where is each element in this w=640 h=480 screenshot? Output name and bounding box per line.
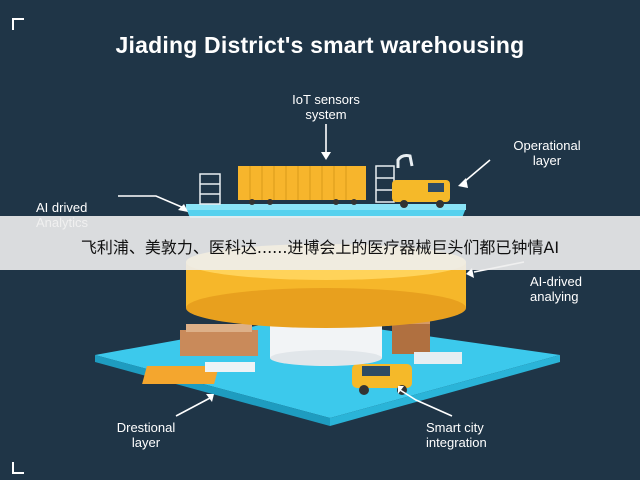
diagram-title: Jiading District's smart warehousing <box>115 32 525 58</box>
white-crates <box>414 352 462 364</box>
label-ai-drived-analying: AI-drived analying <box>530 274 583 304</box>
container-ribs <box>249 166 347 200</box>
yellow-cylinder-bottom <box>186 288 466 328</box>
top-platform-rim <box>186 204 466 210</box>
robotic-arm <box>396 154 414 168</box>
storage-rack-left <box>199 173 221 205</box>
corner-bracket-top-left <box>12 18 24 30</box>
orange-mat <box>142 366 219 384</box>
label-smart-city-integration: Smart city integration <box>426 420 487 450</box>
top-platform <box>186 208 466 218</box>
label-drestional-layer: Drestional layer <box>116 420 176 450</box>
central-column-base <box>270 350 382 366</box>
arrow-heads <box>178 152 474 402</box>
label-iot-sensors-system: IoT sensors system <box>292 92 360 122</box>
white-panel <box>205 362 255 372</box>
cargo-pallet-left <box>180 330 258 356</box>
delivery-van-top <box>392 180 450 208</box>
caption-banner: 飞利浦、美敦力、医科达......进博会上的医疗器械巨头们都已钟情AI <box>0 216 640 270</box>
cargo-container <box>238 166 366 200</box>
cargo-box-right <box>392 322 430 354</box>
cargo-pallet-left-top <box>186 324 252 332</box>
caption-text: 飞利浦、美敦力、医科达......进博会上的医疗器械巨头们都已钟情AI <box>80 238 560 257</box>
bottom-platform-edge-right <box>330 355 560 426</box>
corner-bracket-bottom-left <box>12 462 24 474</box>
storage-rack-right <box>375 165 395 203</box>
label-operational-layer: Operational layer <box>513 138 581 168</box>
